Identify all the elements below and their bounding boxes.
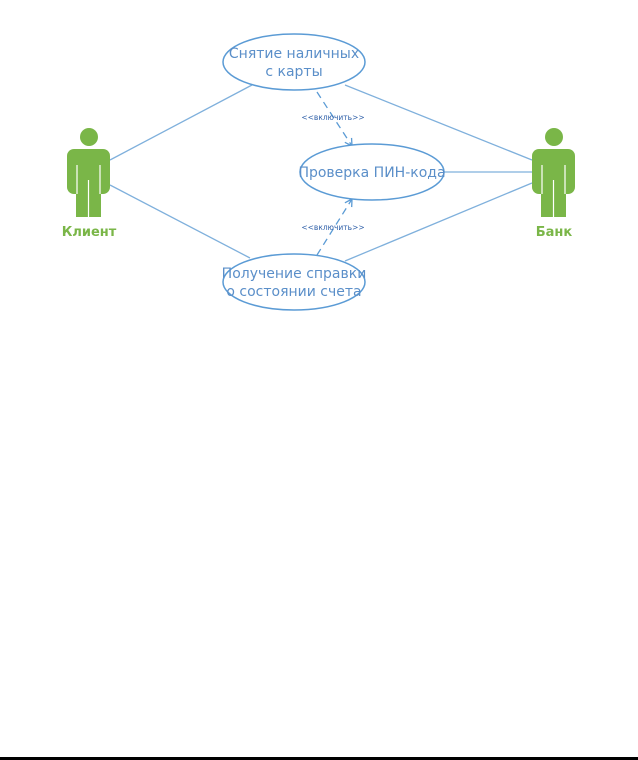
use-case-pin-check[interactable]: Проверка ПИН-кода: [298, 143, 446, 201]
include-label-bottom: <<включить>>: [301, 223, 364, 232]
use-case-withdraw[interactable]: Снятие наличных с карты: [222, 33, 366, 91]
actor-client-label: Клиент: [62, 225, 117, 240]
use-case-withdraw-ellipse: [222, 33, 366, 91]
actor-bank-label: Банк: [536, 225, 573, 240]
actor-client-icon: [67, 128, 110, 217]
page-bottom-border: [0, 757, 638, 760]
actor-client[interactable]: Клиент: [62, 128, 117, 240]
association-client-statement: [109, 184, 251, 259]
use-case-pin-check-ellipse: [299, 143, 445, 201]
association-bank-statement: [344, 182, 533, 262]
include-arrow-top: [316, 91, 353, 148]
use-case-statement-ellipse: [222, 253, 366, 311]
use-case-withdraw-line1: Снятие наличных: [229, 46, 359, 62]
association-client-withdraw: [109, 84, 253, 161]
use-case-statement-line2: о состоянии счета: [226, 284, 361, 300]
actor-bank-icon: [532, 128, 575, 217]
use-case-statement-line1: Получение справки: [222, 266, 367, 282]
use-case-pin-check-line1: Проверка ПИН-кода: [298, 165, 445, 181]
actor-bank[interactable]: Банк: [532, 128, 575, 240]
use-case-withdraw-line2: с карты: [265, 64, 322, 80]
association-bank-withdraw: [344, 84, 533, 161]
use-case-statement[interactable]: Получение справки о состоянии счета: [222, 253, 367, 311]
include-label-top: <<включить>>: [301, 113, 364, 122]
